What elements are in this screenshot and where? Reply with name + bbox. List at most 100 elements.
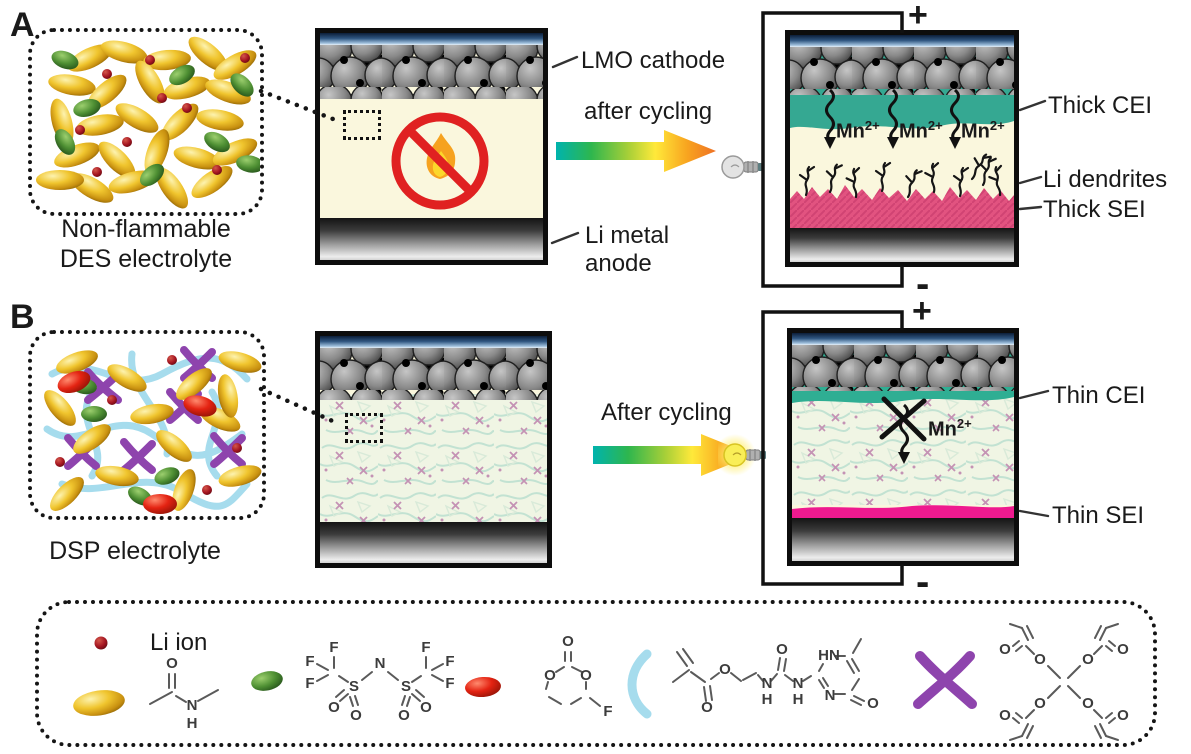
atom-label-F: F [445,675,454,692]
thin-cei-label: Thin CEI [1052,382,1146,409]
atom-label-O: O [420,699,432,716]
cell-pristine-des-graphic [320,33,543,260]
legend-box [35,600,1157,747]
des-electrolyte-box [28,28,264,216]
li-metal-anode-label-line2: anode [585,250,652,277]
thick-cei-label: Thick CEI [1048,92,1153,119]
lmo-cathode-layer [790,41,1014,95]
cycling-arrow-b [593,434,753,476]
dsp-electrolyte-caption: DSP electrolyte [49,537,221,565]
crosslinker-icon [913,651,977,709]
after-cycling-label-b: After cycling [601,399,732,426]
red-additive-ellipses [57,370,217,514]
atom-label-O: O [1117,641,1129,658]
des-electrolyte-particles-illustration [36,36,260,209]
cell-cycled-dsp-graphic [792,333,1014,561]
cell-cycled-dsp [787,328,1019,566]
panel-b-label: B [10,298,35,336]
green-anion-icon [251,671,283,691]
atom-label-O: O [350,707,362,724]
lmo-cathode-label: LMO cathode [581,47,726,74]
li-ion-dot-icon [94,636,108,650]
cell-pristine-dsp [315,331,552,568]
atom-label-F: F [305,653,314,670]
positive-terminal-b: + [912,292,932,330]
li-metal-anode-layer [320,218,543,260]
atom-label-O: O [719,661,731,678]
nma-structure: O N H [149,655,219,732]
dsp-electrolyte-box [28,330,266,520]
yellow-solvent-icon [73,690,125,716]
thick-sei-label: Thick SEI [1043,196,1146,223]
bulb-lit-icon [718,434,766,476]
atom-label-H: H [187,715,198,732]
li-metal-anode-layer [792,518,1014,561]
atom-label-N: N [375,655,386,672]
li-ion-label: Li ion [150,629,208,656]
red-additive-icon [465,676,501,698]
lmo-cathode-layer [320,41,543,99]
cycling-arrow-a [556,130,716,172]
no-fire-icon [391,112,489,210]
cathode-current-collector [792,333,1014,345]
atom-label-O: O [1082,651,1094,668]
li-metal-anode-layer [320,522,547,563]
atom-label-O: O [1117,707,1129,724]
li-dendrites-label: Li dendrites [1043,166,1168,193]
atom-label-O: O [398,707,410,724]
atom-label-O: O [999,641,1011,658]
lmo-cathode-layer [320,344,547,400]
mn-ion-label: Mn2+ [961,118,1005,143]
atom-label-N: N [825,687,836,704]
li-metal-anode-layer [790,228,1014,262]
des-electrolyte-caption: Non-flammable DES electrolyte [59,215,233,273]
cell-cycled-des-graphic [790,35,1014,262]
atom-label-O: O [166,655,178,672]
atom-label-F: F [421,639,430,656]
atom-label-O: O [999,707,1011,724]
tfsi-structure: N S S F F F F F F O O O O [305,639,454,724]
cathode-current-collector [790,35,1014,47]
mn-ion-label: Mn2+ [836,118,880,143]
cathode-current-collector [320,33,543,45]
mn-ion-label: Mn2+ [899,118,943,143]
atom-label-O: O [867,695,879,712]
cell-cycled-des [785,30,1019,267]
atom-label-O: O [1034,695,1046,712]
atom-label-F: F [329,639,338,656]
panel-a-label: A [10,6,35,44]
fluoro-carbonate-structure: O O O F [544,633,612,720]
cell-pristine-des [315,28,548,265]
after-cycling-label-a: after cycling [584,98,713,125]
cathode-current-collector [320,336,547,348]
positive-terminal-a: + [908,0,928,34]
atom-label-N: N [187,697,198,714]
atom-label-S: S [349,678,359,695]
atom-label-O: O [328,699,340,716]
dsp-electrolyte-particles-illustration [43,346,262,514]
atom-label-F: F [445,653,454,670]
atom-label-F: F [603,703,612,720]
negative-terminal-a: - [916,262,930,306]
petea-structure: O O O O O O O O [999,623,1129,741]
atom-label-S: S [401,678,411,695]
atom-label-O: O [544,667,556,684]
atom-label-N: N [762,675,773,692]
atom-label-O: O [701,699,713,716]
green-anion-ellipses [51,50,260,187]
li-ion-dots [75,53,250,177]
li-ion-dots [55,355,242,495]
atom-label-O: O [1034,651,1046,668]
atom-label-O: O [776,641,788,658]
atom-label-N: N [793,675,804,692]
cell-pristine-dsp-graphic [320,336,547,563]
li-metal-anode-label-line1: Li metal [585,222,670,249]
atom-label-O: O [562,633,574,650]
negative-terminal-b: - [916,560,930,604]
atom-label-H: H [762,691,773,708]
zoom-region-box-b [345,413,383,443]
lmo-cathode-layer [792,339,1014,391]
mn-ion-label-blocked: Mn2+ [928,416,972,441]
atom-label-F: F [305,675,314,692]
